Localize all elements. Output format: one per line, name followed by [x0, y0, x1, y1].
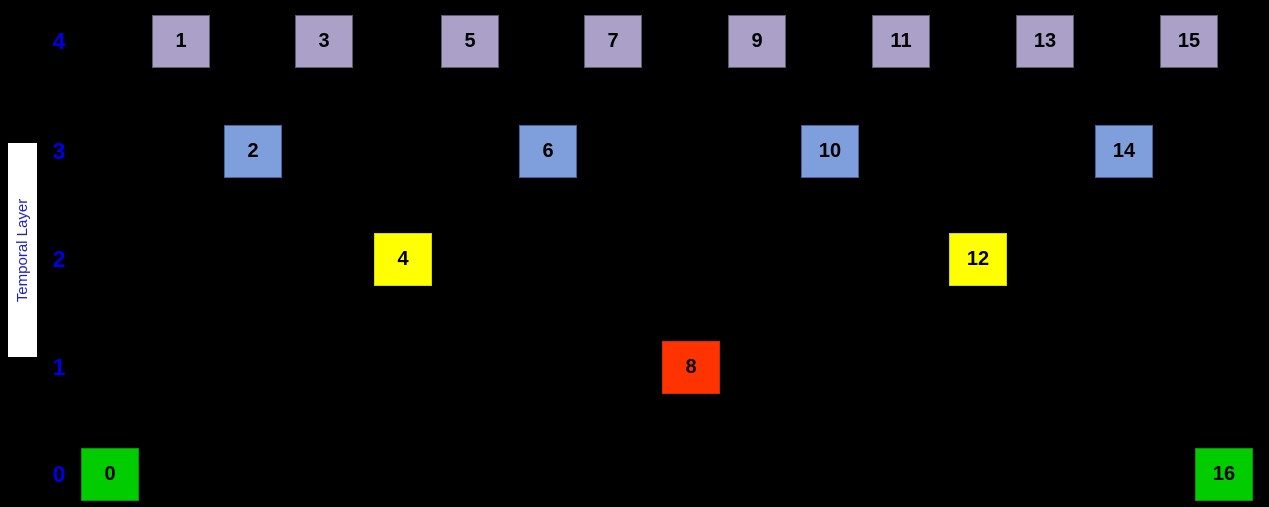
frame-number: 8 [685, 356, 697, 378]
frame-number: 6 [542, 140, 554, 162]
frame-number: 12 [966, 248, 990, 270]
frame-number: 10 [818, 140, 842, 162]
frame-number: 15 [1177, 30, 1201, 52]
frame-box-2: 2 [224, 125, 282, 178]
frame-number: 0 [104, 463, 116, 485]
frame-box-8: 8 [662, 341, 720, 394]
y-axis-title: Temporal Layer [14, 198, 32, 302]
frame-number: 11 [890, 30, 912, 52]
layer-tick-3: 3 [52, 138, 66, 164]
frame-box-4: 4 [374, 233, 432, 286]
layer-tick-0: 0 [52, 461, 66, 487]
layer-tick-4: 4 [52, 28, 66, 54]
frame-box-6: 6 [519, 125, 577, 178]
frame-box-13: 13 [1016, 15, 1074, 68]
frame-number: 13 [1033, 30, 1057, 52]
frame-box-9: 9 [728, 15, 786, 68]
frame-box-5: 5 [441, 15, 499, 68]
frame-box-1: 1 [152, 15, 210, 68]
layer-tick-2: 2 [52, 246, 66, 272]
frame-box-0: 0 [81, 448, 139, 501]
frame-box-14: 14 [1095, 125, 1153, 178]
y-axis-strip: Temporal Layer [8, 143, 37, 357]
layer-tick-1: 1 [52, 354, 66, 380]
frame-number: 2 [247, 140, 259, 162]
frame-number: 14 [1112, 140, 1136, 162]
frame-box-12: 12 [949, 233, 1007, 286]
frame-box-16: 16 [1195, 448, 1253, 501]
frame-box-11: 11 [872, 15, 930, 68]
frame-box-10: 10 [801, 125, 859, 178]
frame-number: 1 [175, 30, 187, 52]
frame-box-15: 15 [1160, 15, 1218, 68]
frame-box-7: 7 [584, 15, 642, 68]
frame-number: 7 [607, 30, 619, 52]
frame-number: 16 [1212, 463, 1236, 485]
frame-number: 9 [751, 30, 763, 52]
frame-box-3: 3 [295, 15, 353, 68]
frame-number: 3 [318, 30, 330, 52]
frame-number: 4 [397, 248, 409, 270]
frame-number: 5 [464, 30, 476, 52]
